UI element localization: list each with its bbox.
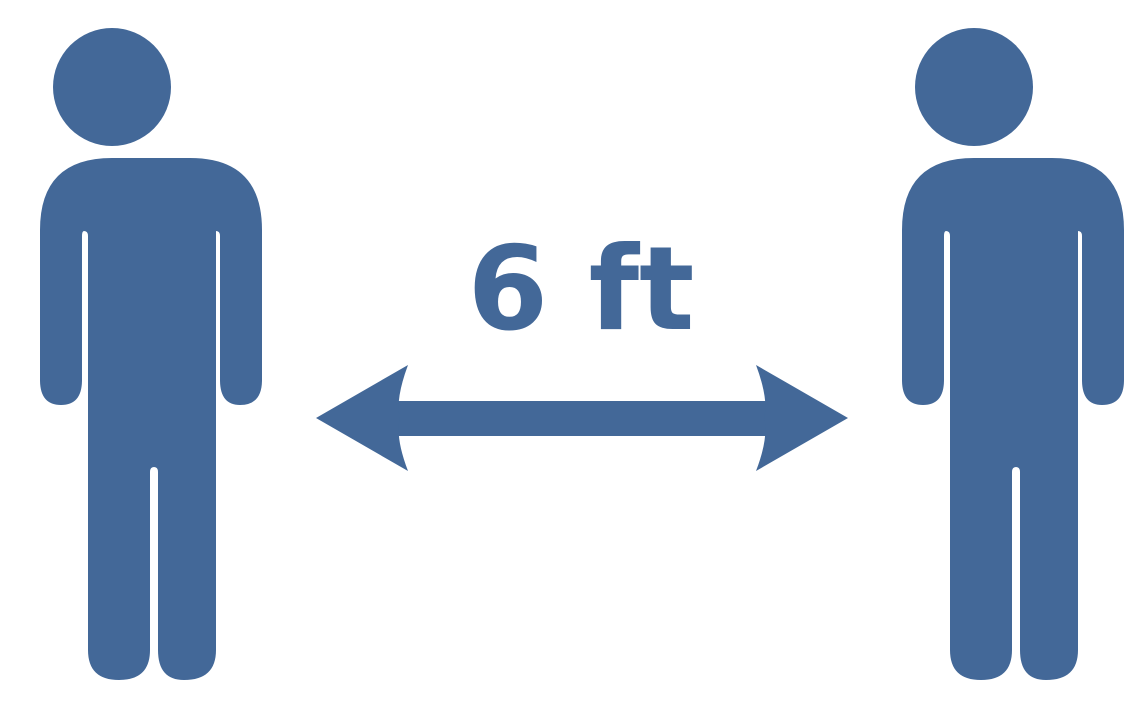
double-arrow-icon (316, 365, 848, 471)
person-left-icon (40, 28, 262, 680)
person-right-icon (902, 28, 1124, 680)
distance-label: 6 ft (467, 222, 695, 357)
